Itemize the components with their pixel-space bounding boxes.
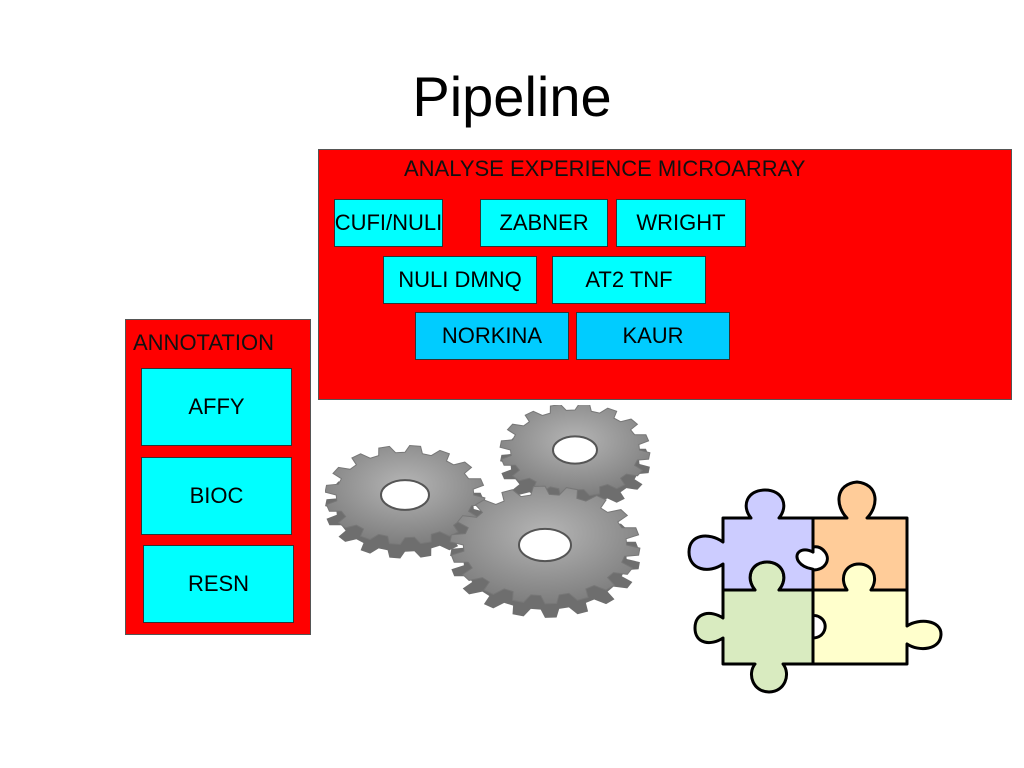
annotation-panel-label: ANNOTATION	[133, 330, 274, 355]
gears-clipart	[325, 405, 651, 618]
annotation-box-resn: RESN	[143, 545, 294, 623]
microarray-box-at2-tnf: AT2 TNF	[552, 256, 706, 304]
gear-hole	[380, 479, 430, 511]
microarray-box-nuli-dmnq: NULI DMNQ	[383, 256, 537, 304]
microarray-box-kaur: KAUR	[576, 312, 730, 360]
puzzle-piece-purple-icon	[687, 488, 815, 592]
microarray-box-cufi-nuli: CUFI/NULI	[334, 199, 443, 247]
slide-title: Pipeline	[412, 65, 612, 128]
gear-icon	[499, 405, 651, 511]
gear-hole	[552, 435, 598, 465]
microarray-box-wright: WRIGHT	[616, 199, 746, 247]
microarray-box-norkina: NORKINA	[415, 312, 569, 360]
microarray-box-zabner: ZABNER	[480, 199, 608, 247]
gear-icon	[449, 485, 641, 618]
microarray-panel-label: ANALYSE EXPERIENCE MICROARRAY	[404, 156, 806, 181]
gear-icon	[325, 444, 486, 559]
puzzle-pieces-clipart	[687, 480, 943, 694]
annotation-box-bioc: BIOC	[141, 457, 292, 535]
puzzle-piece-yellow-icon	[808, 562, 943, 666]
annotation-box-affy: AFFY	[141, 368, 292, 446]
gear-hole	[518, 527, 572, 563]
